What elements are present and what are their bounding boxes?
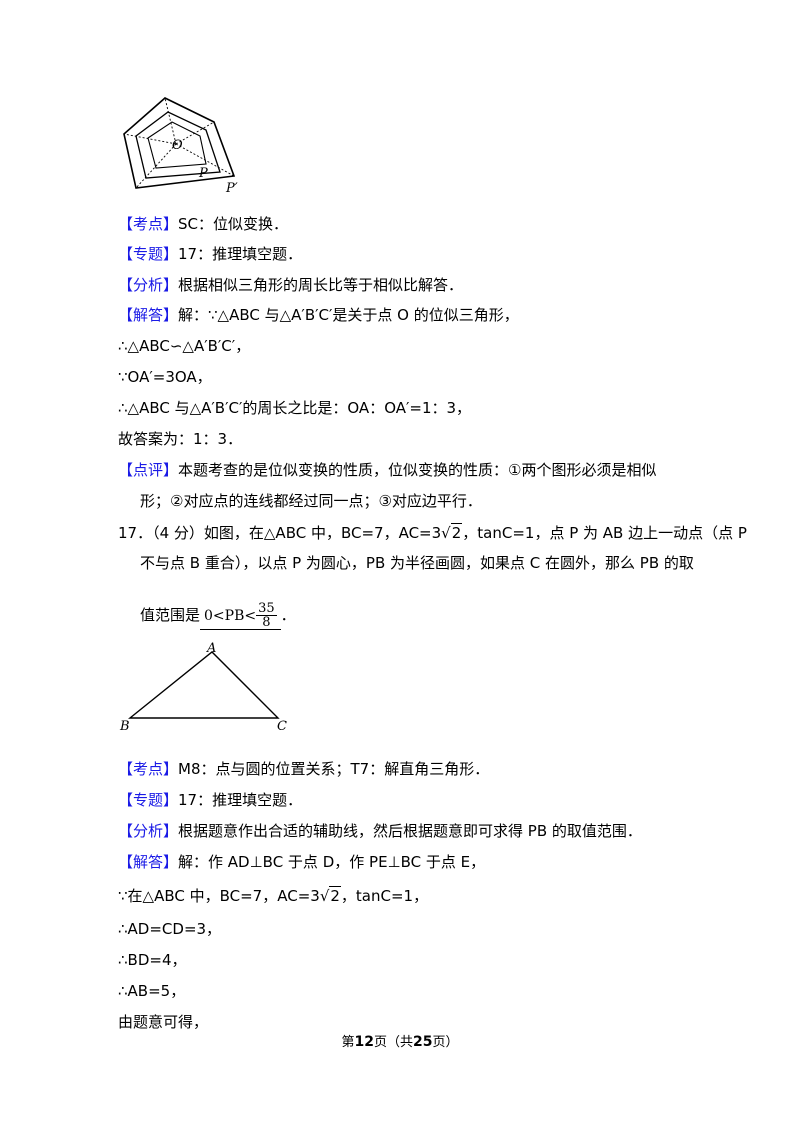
fenxi-text: 根据相似三角形的周长比等于相似比解答． xyxy=(178,276,464,294)
q16-dianping: 【点评】本题考查的是位似变换的性质，位似变换的性质：①两个图形必须是相似 xyxy=(118,459,656,481)
page-footer: 第12页（共25页） xyxy=(0,1033,800,1052)
vertex-b: B xyxy=(120,719,130,734)
q17-fenxi: 【分析】根据题意作出合适的辅助线，然后根据题意即可求得 PB 的取值范围． xyxy=(118,820,642,842)
q17-stem-a: 17．（4 分）如图，在△ABC 中，BC=7，AC=3 xyxy=(118,524,442,542)
middle-pentagon xyxy=(135,111,221,179)
inner-pentagon xyxy=(147,121,207,169)
page-total: 25 xyxy=(413,1034,433,1050)
q17-stem-b: ，tanC=1，点 P 为 AB 边上一动点（点 P xyxy=(462,524,747,542)
triangle-abc xyxy=(128,651,280,719)
label-p: P xyxy=(199,166,208,181)
footer-pre: 第 xyxy=(341,1035,355,1050)
kaodian-text: M8：点与圆的位置关系；T7：解直角三角形． xyxy=(178,760,490,778)
q16-step-2: ∵OA′=3OA， xyxy=(118,368,212,386)
q16-zhuanti: 【专题】17：推理填空题． xyxy=(118,243,302,265)
jieda-tag: 【解答】 xyxy=(118,306,179,324)
q17-stem-3a: 值范围是 xyxy=(140,606,201,624)
fraction-numerator: 35 xyxy=(256,601,277,616)
fenxi-tag: 【分析】 xyxy=(118,822,179,840)
page-number: 12 xyxy=(354,1034,374,1050)
q17-step-4: ∴AB=5， xyxy=(118,982,186,1000)
jieda-tag: 【解答】 xyxy=(118,853,179,871)
kaodian-tag: 【考点】 xyxy=(118,760,179,778)
q16-dianping-2: 形；②对应点的连线都经过同一点；③对应边平行． xyxy=(140,492,482,510)
triangle-figure xyxy=(128,651,280,719)
sqrt-radicand: 2 xyxy=(450,523,463,542)
jieda-text: 解：作 AD⊥BC 于点 D，作 PE⊥BC 于点 E， xyxy=(178,853,486,871)
q17-stem-2: 不与点 B 重合），以点 P 为圆心，PB 为半径画圆，如果点 C 在圆外，那么… xyxy=(140,554,694,572)
q17-step-3: ∴BD=4， xyxy=(118,951,187,969)
sqrt-2: √2 xyxy=(441,523,463,542)
q17-step-1b: ，tanC=1， xyxy=(340,887,429,905)
q16-step-3: ∴△ABC 与△A′B′C′的周长之比是：OA：OA′=1：3， xyxy=(118,399,472,417)
q17-zhuanti: 【专题】17：推理填空题． xyxy=(118,789,302,811)
vertex-c: C xyxy=(277,719,287,734)
sqrt-2: √2 xyxy=(319,886,341,905)
fenxi-tag: 【分析】 xyxy=(118,276,179,294)
sqrt-radicand: 2 xyxy=(329,886,341,905)
q17-kaodian: 【考点】M8：点与圆的位置关系；T7：解直角三角形． xyxy=(118,758,489,780)
q17-stem-3b: ． xyxy=(280,606,296,624)
zhuanti-tag: 【专题】 xyxy=(118,245,179,263)
fraction-denominator: 8 xyxy=(262,615,271,630)
jieda-text: 解：∵△ABC 与△A′B′C′是关于点 O 的位似三角形， xyxy=(178,306,519,324)
q17-step-1: ∵在△ABC 中，BC=7，AC=3√2，tanC=1， xyxy=(118,885,428,907)
label-o: O xyxy=(172,138,183,153)
vertex-a: A xyxy=(207,641,217,656)
q16-jieda: 【解答】解：∵△ABC 与△A′B′C′是关于点 O 的位似三角形， xyxy=(118,304,519,326)
q17-step-1a: ∵在△ABC 中，BC=7，AC=3 xyxy=(118,887,320,905)
q16-step-4: 故答案为：1：3． xyxy=(118,430,243,448)
q17-step-5: 由题意可得， xyxy=(118,1013,209,1031)
q16-step-1: ∴△ABC∽△A′B′C′， xyxy=(118,337,251,355)
dianping-tag: 【点评】 xyxy=(118,461,179,479)
label-p-prime: P′ xyxy=(226,181,238,196)
zhuanti-text: 17：推理填空题． xyxy=(178,791,303,809)
q17-stem-1: 17．（4 分）如图，在△ABC 中，BC=7，AC=3√2，tanC=1，点 … xyxy=(118,522,747,544)
q17-step-2: ∴AD=CD=3， xyxy=(118,920,222,938)
q16-kaodian: 【考点】SC：位似变换． xyxy=(118,213,288,235)
kaodian-text: SC：位似变换． xyxy=(178,215,289,233)
footer-post: 页） xyxy=(432,1035,459,1050)
fenxi-text: 根据题意作出合适的辅助线，然后根据题意即可求得 PB 的取值范围． xyxy=(178,822,642,840)
zhuanti-tag: 【专题】 xyxy=(118,791,179,809)
q17-jieda: 【解答】解：作 AD⊥BC 于点 D，作 PE⊥BC 于点 E， xyxy=(118,851,485,873)
dianping-text-1: 本题考查的是位似变换的性质，位似变换的性质：①两个图形必须是相似 xyxy=(178,461,657,479)
homothety-figure xyxy=(123,97,236,189)
footer-mid: 页（共 xyxy=(373,1035,413,1050)
q16-fenxi: 【分析】根据相似三角形的周长比等于相似比解答． xyxy=(118,274,463,296)
outer-pentagon xyxy=(123,97,236,189)
zhuanti-text: 17：推理填空题． xyxy=(178,245,303,263)
answer-text: 0<PB< xyxy=(204,608,257,624)
kaodian-tag: 【考点】 xyxy=(118,215,179,233)
